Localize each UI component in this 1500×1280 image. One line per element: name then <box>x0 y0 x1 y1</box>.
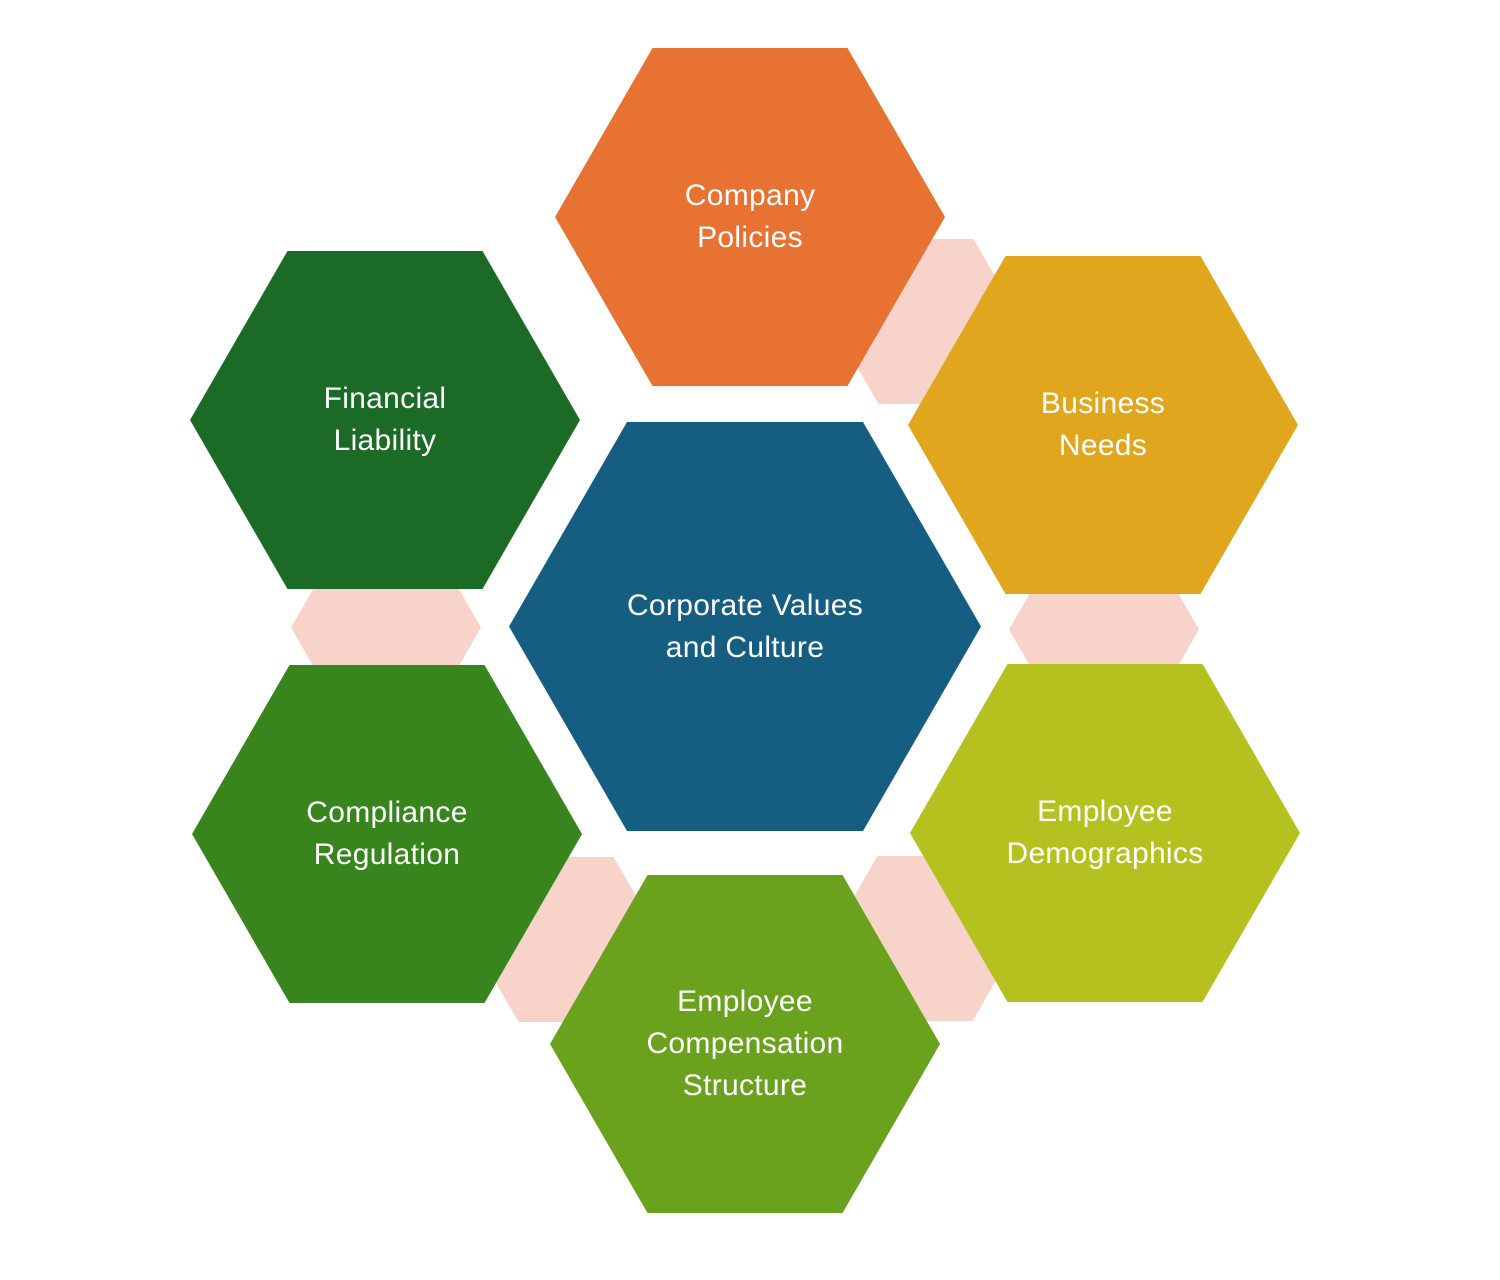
hexagon-label-compliance-regulation: Compliance Regulation <box>306 796 468 871</box>
hexagon-label-financial-liability: Financial Liability <box>323 382 447 457</box>
hexagon-corporate-values-and-culture: Corporate Values and Culture <box>509 422 981 831</box>
hexagon-financial-liability: Financial Liability <box>190 251 580 589</box>
hexagon-label-corporate-values-and-culture: Corporate Values and Culture <box>626 588 864 664</box>
hexagon-label-employee-compensation-structure: Employee Compensation Structure <box>646 985 844 1102</box>
hexagon-label-employee-demographics: Employee Demographics <box>1006 795 1204 870</box>
hexagon-label-business-needs: Business Needs <box>1040 387 1166 462</box>
hexagon-label-company-policies: Company Policies <box>684 179 816 254</box>
hexagon-company-policies: Company Policies <box>555 48 945 386</box>
